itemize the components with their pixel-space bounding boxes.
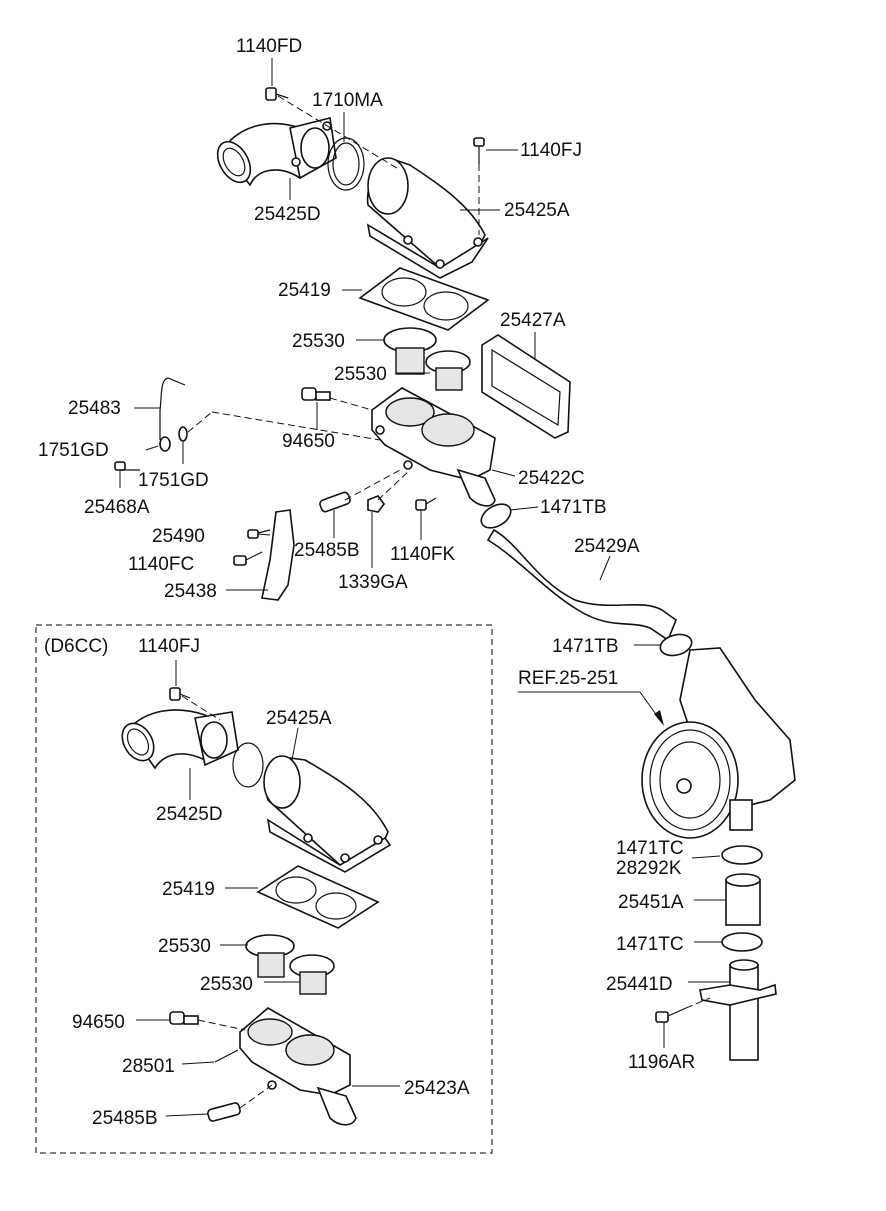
bolt-1196AR-drawing xyxy=(655,1007,687,1023)
bolt-25468A-drawing xyxy=(114,461,140,471)
label-25423A: 25423A xyxy=(404,1078,470,1099)
nut-1339GA-drawing xyxy=(367,495,385,513)
housing-25422C-drawing xyxy=(371,387,496,507)
label-25427A: 25427A xyxy=(500,310,566,331)
label-25530-d6cc-a: 25530 xyxy=(158,936,211,957)
label-1339GA: 1339GA xyxy=(338,572,408,593)
clamp-1471TB-bottom-drawing xyxy=(659,633,693,657)
label-94650-d6cc: 94650 xyxy=(72,1012,125,1033)
clamp-1471TB-top-drawing xyxy=(480,503,512,529)
label-25438: 25438 xyxy=(164,581,217,602)
bolt-1140FJ-top-drawing xyxy=(473,137,485,164)
clamp-1471TC-b-drawing xyxy=(721,932,763,952)
label-25419-top: 25419 xyxy=(278,280,331,301)
bolt-1140FD-drawing xyxy=(265,87,289,101)
label-1751GD-right: 1751GD xyxy=(138,470,209,491)
elbow-25425D-top-drawing xyxy=(216,117,337,187)
label-1471TC-a: 1471TC xyxy=(616,838,684,859)
label-ref-water-pump: REF.25-251 xyxy=(518,668,618,689)
pipe-25441D-drawing xyxy=(699,959,777,1061)
label-25490: 25490 xyxy=(152,526,205,547)
label-25483: 25483 xyxy=(68,398,121,419)
label-28501: 28501 xyxy=(122,1056,175,1077)
water-pump-drawing xyxy=(641,647,796,839)
part-labels: 1140FD 1710MA 1140FJ 25425D 25425A 25419… xyxy=(38,36,695,1129)
bolt-25490-drawing xyxy=(247,529,271,539)
gasket-25419-d6cc-drawing xyxy=(256,865,380,929)
label-1471TB-bottom: 1471TB xyxy=(552,636,619,657)
label-1140FD: 1140FD xyxy=(236,36,302,57)
label-1140FC: 1140FC xyxy=(128,554,194,575)
oring-d6cc-drawing xyxy=(232,742,264,788)
label-25425A-top: 25425A xyxy=(504,200,570,221)
leader-lines xyxy=(119,58,730,1117)
label-25468A: 25468A xyxy=(84,497,150,518)
washer-1751GD-right-drawing xyxy=(178,426,188,442)
washer-1751GD-left-drawing xyxy=(159,436,171,452)
label-1140FJ-d6cc: 1140FJ xyxy=(138,636,200,657)
housing-25425A-top-drawing xyxy=(366,157,489,279)
label-1471TC-b: 1471TC xyxy=(616,934,684,955)
bolt-1140FJ-d6cc-drawing xyxy=(169,687,191,701)
plug-25485B-d6cc-drawing xyxy=(207,1102,241,1122)
label-1140FK: 1140FK xyxy=(390,544,455,565)
plug-25485B-top-drawing xyxy=(319,491,351,513)
gasket-25427A-drawing xyxy=(481,334,571,439)
label-1751GD-left: 1751GD xyxy=(38,440,109,461)
parts-drawing-top xyxy=(114,87,796,1061)
sensor-94650-d6cc-drawing xyxy=(169,1011,199,1025)
gasket-25419-top-drawing xyxy=(358,267,490,331)
label-25485B-top: 25485B xyxy=(294,540,360,561)
oring-1710MA-drawing xyxy=(327,137,365,191)
clamp-1471TC-a-drawing xyxy=(721,845,763,865)
label-1710MA: 1710MA xyxy=(312,90,383,111)
hose-25451A-drawing xyxy=(725,873,761,926)
elbow-25425D-d6cc-drawing xyxy=(121,709,239,770)
label-d6cc-variant: (D6CC) xyxy=(44,636,108,657)
sensor-94650-top-drawing xyxy=(301,387,331,401)
label-1140FJ-top: 1140FJ xyxy=(520,140,582,161)
label-1196AR: 1196AR xyxy=(628,1052,695,1073)
thermostat-25530-d6cc-drawing xyxy=(245,934,335,995)
label-25425D-top: 25425D xyxy=(254,204,321,225)
bracket-25438-drawing xyxy=(261,509,295,601)
housing-25425A-d6cc-drawing xyxy=(263,755,392,873)
bolt-1140FC-drawing xyxy=(233,551,263,566)
bolt-1140FK-drawing xyxy=(415,497,437,511)
label-25425D-d6cc: 25425D xyxy=(156,804,223,825)
label-25530-top-b: 25530 xyxy=(334,364,387,385)
housing-25423A-drawing xyxy=(239,1007,357,1126)
label-25451A: 25451A xyxy=(618,892,684,913)
label-1471TB-top: 1471TB xyxy=(540,497,607,518)
label-28292K: 28292K xyxy=(616,858,682,879)
d6cc-variant-box xyxy=(35,624,493,1154)
label-25485B-d6cc: 25485B xyxy=(92,1108,158,1129)
pipe-25483-drawing xyxy=(159,377,186,440)
parts-drawing-d6cc xyxy=(121,687,392,1126)
label-25441D: 25441D xyxy=(606,974,673,995)
stud-28501-drawing xyxy=(214,1049,239,1063)
label-25425A-d6cc: 25425A xyxy=(266,708,332,729)
label-25419-d6cc: 25419 xyxy=(162,879,215,900)
label-94650-top: 94650 xyxy=(282,431,335,452)
label-25530-d6cc-b: 25530 xyxy=(200,974,253,995)
label-25530-top-a: 25530 xyxy=(292,331,345,352)
thermostat-25530-top-drawing xyxy=(383,327,471,391)
label-25429A: 25429A xyxy=(574,536,640,557)
label-25422C: 25422C xyxy=(518,468,585,489)
